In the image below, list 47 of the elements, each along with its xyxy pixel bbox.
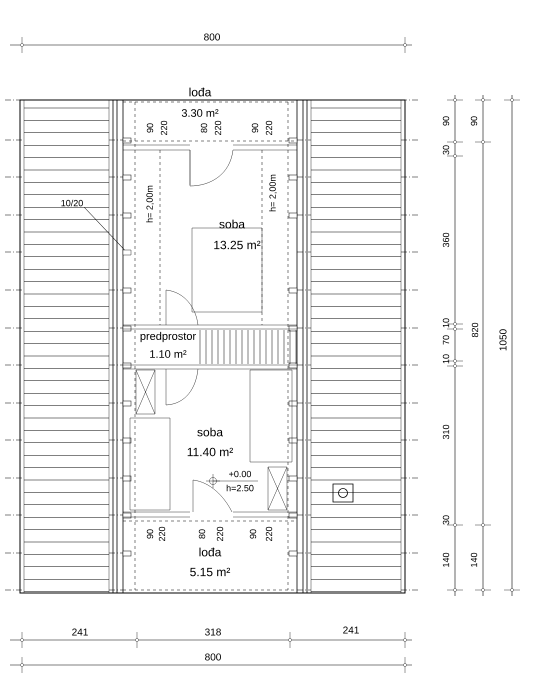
- post: [122, 250, 132, 256]
- door-dimension: 90: [250, 529, 256, 539]
- height-note: h= 2,00m: [269, 174, 277, 212]
- dimension-text: 241: [72, 628, 88, 636]
- room-name: lođa: [199, 548, 222, 556]
- dimension-text: 800: [204, 33, 220, 41]
- dimension-text: 10: [442, 354, 450, 364]
- dimension-text: 30: [442, 145, 450, 155]
- door-dimension: 90: [146, 123, 154, 133]
- area-label: 1.10 m²: [150, 350, 186, 358]
- door-dimension: 220: [266, 526, 272, 542]
- door-dimension: 220: [160, 120, 168, 136]
- room-name: soba: [219, 220, 245, 228]
- dimension-text: 140: [470, 552, 478, 567]
- level-mark: +0.00: [229, 470, 252, 478]
- dimension-text: 800: [205, 653, 221, 661]
- dimension-text: 30: [442, 515, 450, 525]
- area-label: 3.30 m²: [182, 109, 218, 117]
- door-dimension: 90: [252, 123, 258, 133]
- room-name: predprostor: [140, 332, 196, 342]
- area-label: 13.25 m²: [214, 240, 260, 250]
- room-name: lođa: [189, 88, 212, 96]
- dimension-text: 241: [343, 626, 359, 634]
- dimension-text: 70: [442, 335, 450, 345]
- door-dimension: 220: [214, 120, 222, 136]
- height-note: h=2.50: [226, 484, 254, 492]
- callout-text: 10/20: [61, 200, 83, 206]
- door-dimension: 80: [200, 123, 208, 133]
- door-dimension: 80: [198, 529, 206, 539]
- leader-line: [84, 207, 125, 250]
- dimension-text: 310: [442, 424, 450, 440]
- room-name: soba: [197, 428, 223, 436]
- area-label: 5.15 m²: [190, 568, 230, 576]
- dimension-text: 10: [442, 318, 450, 328]
- door-dimension: 220: [216, 526, 224, 542]
- dimension-text: 90: [442, 116, 450, 126]
- door-dimension: 90: [146, 529, 154, 539]
- area-label: 11.40 m²: [188, 448, 233, 456]
- dimension-text: 1050: [499, 329, 507, 350]
- dimension-text: 318: [205, 628, 221, 636]
- dimension-text: 360: [442, 232, 450, 248]
- dimension-text: 90: [470, 116, 478, 126]
- dimension-text: 140: [442, 552, 450, 567]
- door-dimension: 220: [266, 120, 272, 136]
- dimension-text: 820: [472, 322, 478, 338]
- door-dimension: 220: [158, 526, 166, 542]
- height-note: h= 2,00m: [146, 186, 154, 222]
